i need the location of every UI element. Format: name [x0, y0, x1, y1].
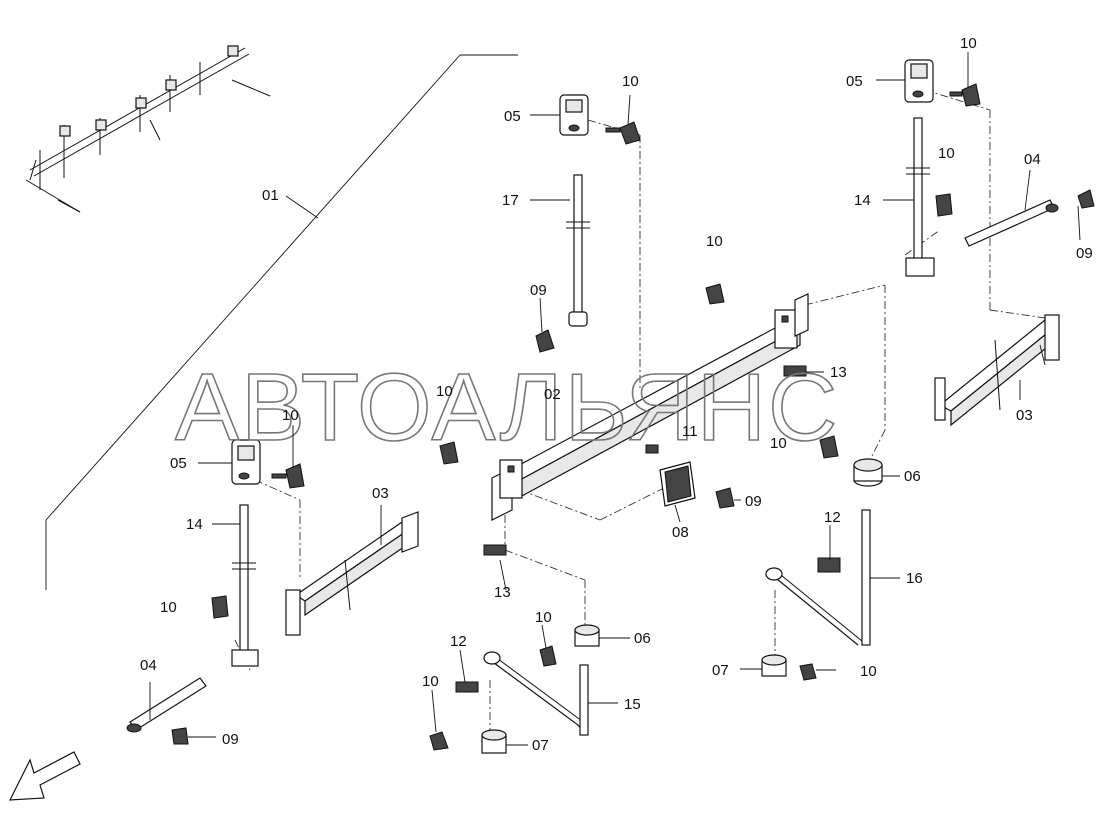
- label-17: 17: [502, 192, 519, 209]
- bolts-12-13: [439, 283, 839, 693]
- bracket-05-top-right: [904, 59, 981, 107]
- label-10-left-bracket: 10: [282, 407, 299, 424]
- label-10-center-top: 10: [622, 73, 639, 90]
- bracket-05-top-center: [559, 94, 641, 145]
- label-05-right: 05: [846, 73, 863, 90]
- rod-17: [535, 174, 590, 353]
- label-06-center: 06: [634, 630, 651, 647]
- label-03-right: 03: [1016, 407, 1033, 424]
- label-02: 02: [544, 386, 561, 403]
- label-10-center-support: 10: [535, 609, 552, 626]
- label-10-right-mid: 10: [770, 435, 787, 452]
- label-10-right-top: 10: [960, 35, 977, 52]
- label-16: 16: [906, 570, 923, 587]
- label-14-left: 14: [186, 516, 203, 533]
- rod-14-left: [211, 504, 259, 667]
- side-frame-03-right: [934, 314, 1060, 427]
- label-12-center: 12: [450, 633, 467, 650]
- label-06-right: 06: [904, 468, 921, 485]
- label-04-right: 04: [1024, 151, 1041, 168]
- label-10-center-bottom: 10: [422, 673, 439, 690]
- label-13-center: 13: [494, 584, 511, 601]
- label-12-right: 12: [824, 509, 841, 526]
- label-07-center: 07: [532, 737, 549, 754]
- label-11: 11: [682, 423, 698, 440]
- label-15: 15: [624, 696, 641, 713]
- rod-14-right: [905, 117, 953, 277]
- direction-arrow-icon: [8, 751, 81, 801]
- support-16: [765, 509, 871, 646]
- label-01: 01: [262, 187, 279, 204]
- ring-07-center: [429, 729, 507, 754]
- label-09-left: 09: [222, 731, 239, 748]
- bracket-05-left: [231, 439, 305, 489]
- label-14-right: 14: [854, 192, 871, 209]
- label-05-center: 05: [504, 108, 521, 125]
- label-13-right: 13: [830, 364, 847, 381]
- arm-04-left: [126, 677, 207, 745]
- label-03-left: 03: [372, 485, 389, 502]
- label-10-right-bottom: 10: [860, 663, 877, 680]
- label-07-right: 07: [712, 662, 729, 679]
- label-10-beam-right: 10: [706, 233, 723, 250]
- label-09-far-right: 09: [1076, 245, 1093, 262]
- callout-labels: 01 02 03 03 04 04 05 05 05 06 06 07 07 0…: [140, 35, 1093, 754]
- support-15: [483, 645, 589, 736]
- ring-06-right: [853, 458, 883, 487]
- label-10-beam-left: 10: [436, 383, 453, 400]
- assembly-overview-thumbnail: [25, 45, 271, 213]
- callout-leaders: [149, 52, 1081, 746]
- ring-06-center: [574, 624, 600, 647]
- arm-04-right: [964, 189, 1095, 247]
- label-10-rod14: 10: [938, 145, 955, 162]
- label-05-left: 05: [170, 455, 187, 472]
- label-09-center: 09: [530, 282, 547, 299]
- side-frame-03-left: [285, 511, 419, 636]
- plate-08: [659, 461, 735, 509]
- label-08: 08: [672, 524, 689, 541]
- label-04-left: 04: [140, 657, 157, 674]
- label-09-plate: 09: [745, 493, 762, 510]
- label-10-left-rod: 10: [160, 599, 177, 616]
- watermark: АВТОАЛЬЯНС: [175, 354, 839, 461]
- ring-07-right: [761, 654, 817, 681]
- main-beam-02: [491, 293, 809, 521]
